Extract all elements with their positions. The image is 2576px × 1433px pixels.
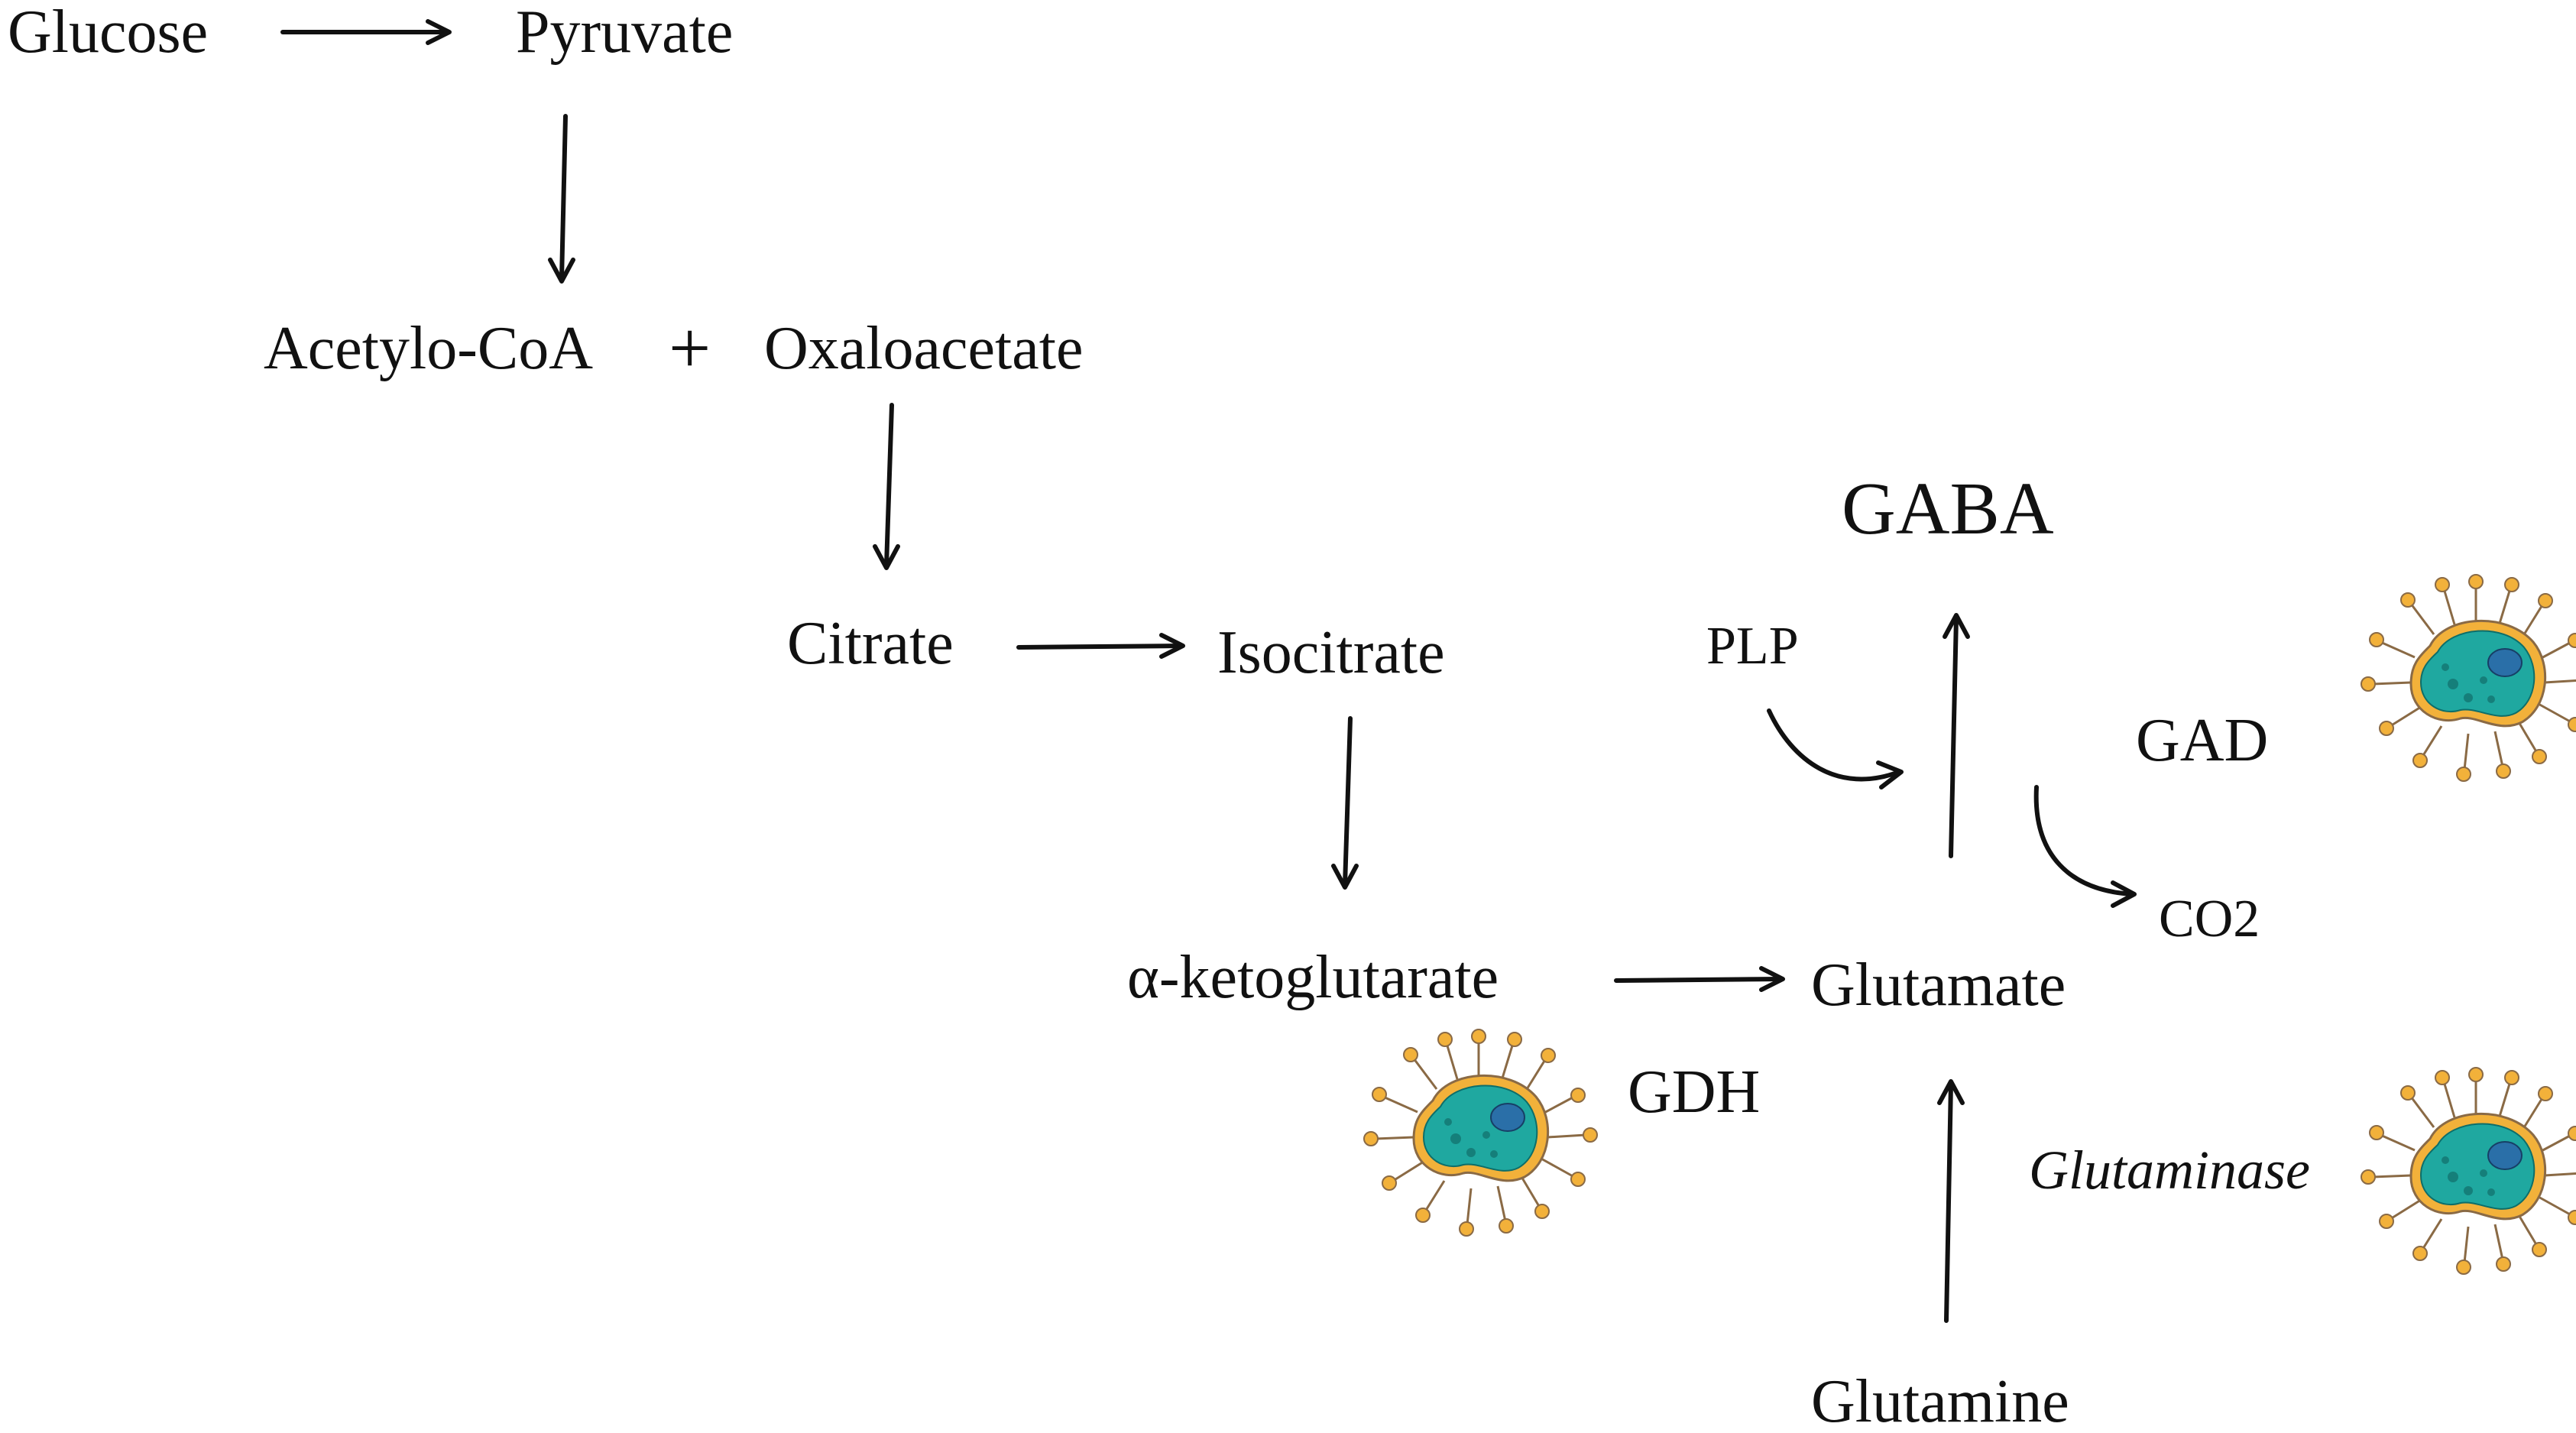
bacterium-icon: [2360, 1066, 2576, 1276]
arrow-citrate-to-isocitrate: [1016, 633, 1185, 659]
enzyme-gdh: GDH: [1628, 1059, 1760, 1126]
arrow-alpha-ketoglutarate-to-glutamate: [1614, 966, 1785, 992]
node-citrate: Citrate: [787, 610, 954, 677]
node-oxaloacetate: Oxaloacetate: [764, 315, 1084, 382]
node-glutamine: Glutamine: [1811, 1368, 2069, 1433]
arrow-glutamine-to-glutamate: [1937, 1079, 1965, 1323]
node-acetyl-coa: Acetylo-CoA: [264, 315, 593, 382]
arrow-oxaloacetate-to-citrate: [873, 403, 900, 570]
enzyme-gad: GAD: [2136, 707, 2268, 774]
arrow-glutamate-to-gaba: [1943, 613, 1970, 858]
node-pyruvate: Pyruvate: [516, 0, 733, 66]
node-isocitrate: Isocitrate: [1217, 619, 1445, 686]
plus-sign: +: [669, 307, 711, 390]
arrow-pyruvate-to-acetyl-coa: [548, 114, 575, 284]
bacterium-icon: [2360, 573, 2576, 783]
arrow-isocitrate-to-alpha-ketoglutarate: [1331, 716, 1359, 890]
cofactor-plp: PLP: [1706, 617, 1799, 676]
product-co2: CO2: [2159, 890, 2260, 948]
arrow-glucose-to-pyruvate: [280, 19, 452, 45]
node-gaba: GABA: [1842, 468, 2054, 550]
arrow-co2-curve: [2033, 785, 2137, 908]
arrow-plp-curve: [1767, 708, 1904, 789]
enzyme-glutaminase: Glutaminase: [2029, 1140, 2310, 1201]
node-glucose: Glucose: [8, 0, 208, 66]
node-alpha-ketoglutarate: α-ketoglutarate: [1127, 944, 1499, 1011]
bacterium-icon: [1363, 1028, 1599, 1237]
node-glutamate: Glutamate: [1811, 952, 2066, 1019]
